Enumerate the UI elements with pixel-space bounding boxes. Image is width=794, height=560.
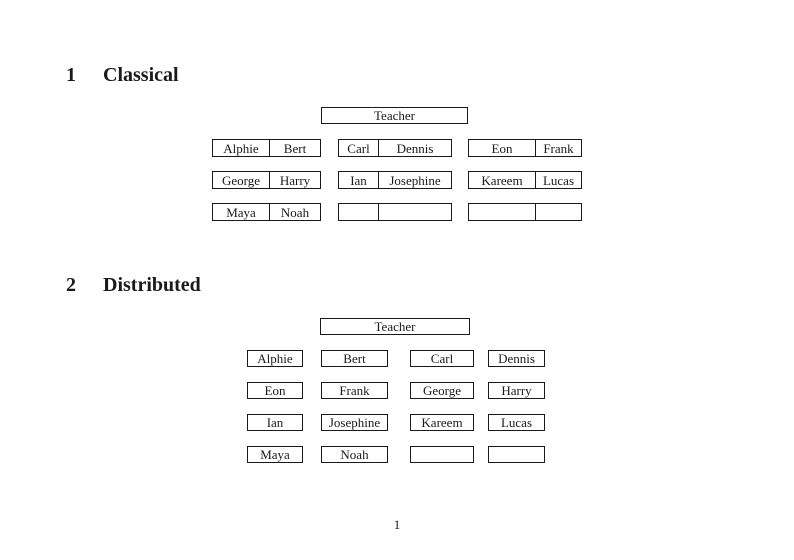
section-number: 1 xyxy=(66,64,76,86)
desk-seat-left xyxy=(339,204,379,220)
desk-seat-left: Carl xyxy=(339,140,379,156)
desk: Ian Josephine xyxy=(338,171,452,189)
seat-box: Bert xyxy=(321,350,388,367)
desk-seat-right: Dennis xyxy=(396,140,434,156)
desk: Maya Noah xyxy=(212,203,321,221)
desk-seat-left: Maya xyxy=(213,204,270,220)
seat-box xyxy=(488,446,545,463)
page-number: 1 xyxy=(393,517,401,532)
seat-box: Eon xyxy=(247,382,303,399)
seat-box: Lucas xyxy=(488,414,545,431)
desk: George Harry xyxy=(212,171,321,189)
section-title: Classical xyxy=(103,64,179,86)
desk-seat-right: Bert xyxy=(283,140,307,156)
desk-seat-right: Harry xyxy=(279,172,311,188)
section-heading-distributed: 2 Distributed xyxy=(66,274,201,296)
teacher-label: Teacher xyxy=(374,319,416,334)
desk: Carl Dennis xyxy=(338,139,452,157)
seat-box: George xyxy=(410,382,474,399)
desk-seat-right: Lucas xyxy=(542,172,575,188)
seat-box xyxy=(410,446,474,463)
teacher-label: Teacher xyxy=(374,108,415,123)
desk-seat-left: Kareem xyxy=(469,172,536,188)
teacher-box: Teacher xyxy=(320,318,470,335)
desk-seat-left: George xyxy=(213,172,270,188)
desk-seat-right: Frank xyxy=(543,140,574,156)
desk: Alphie Bert xyxy=(212,139,321,157)
desk-seat-left xyxy=(469,204,536,220)
section-number: 2 xyxy=(66,274,76,296)
seat-box: Kareem xyxy=(410,414,474,431)
desk-seat-left: Alphie xyxy=(213,140,270,156)
desk: Eon Frank xyxy=(468,139,582,157)
seat-box: Maya xyxy=(247,446,303,463)
desk: Kareem Lucas xyxy=(468,171,582,189)
seat-box: Noah xyxy=(321,446,388,463)
section-title: Distributed xyxy=(103,274,201,296)
desk-seat-left: Eon xyxy=(469,140,536,156)
seat-box: Alphie xyxy=(247,350,303,367)
desk-seat-right: Josephine xyxy=(389,172,441,188)
desk-seat-right xyxy=(379,204,451,220)
seat-box: Josephine xyxy=(321,414,388,431)
section-heading-classical: 1 Classical xyxy=(66,64,179,86)
seat-box: Carl xyxy=(410,350,474,367)
desk-seat-right xyxy=(536,204,581,220)
desk-seat-right: Noah xyxy=(280,204,310,220)
desk xyxy=(338,203,452,221)
seat-box: Ian xyxy=(247,414,303,431)
seat-box: Dennis xyxy=(488,350,545,367)
seat-box: Frank xyxy=(321,382,388,399)
desk-seat-left: Ian xyxy=(339,172,379,188)
teacher-box: Teacher xyxy=(321,107,468,124)
seat-box: Harry xyxy=(488,382,545,399)
desk xyxy=(468,203,582,221)
